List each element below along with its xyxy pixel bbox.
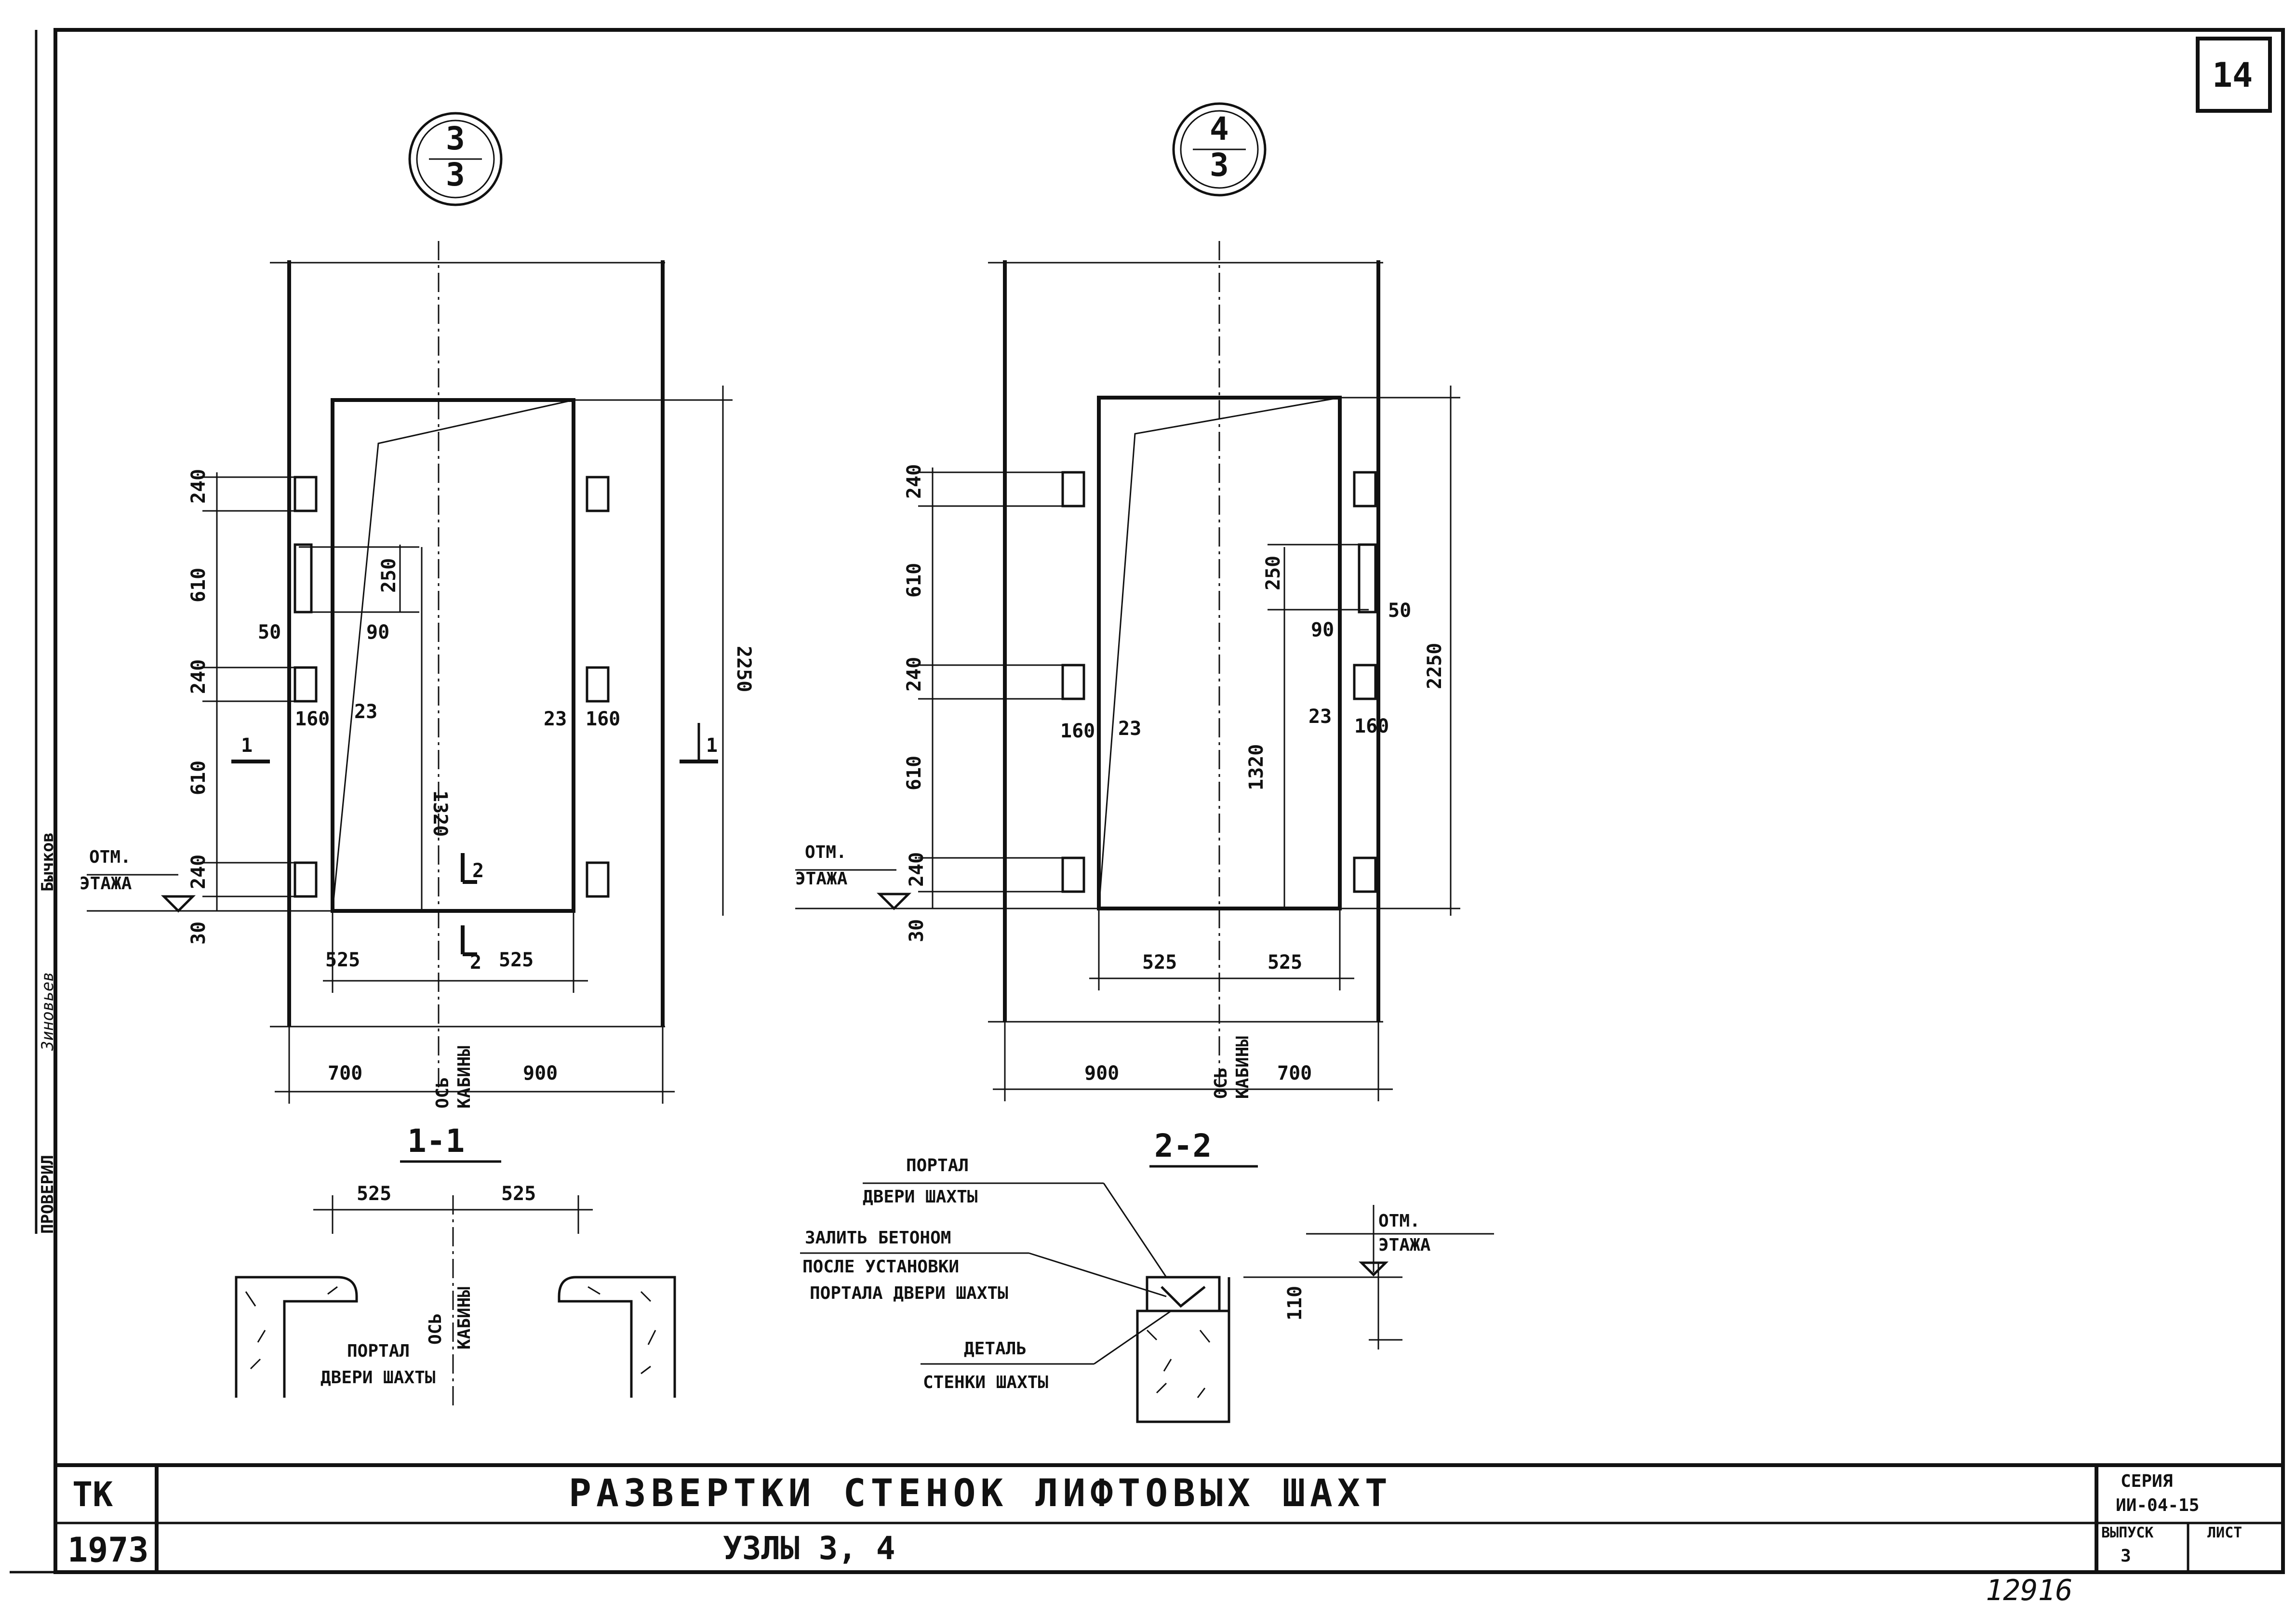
- right-dim-50: 50: [1388, 600, 1411, 622]
- right-dim-1320: 1320: [1245, 744, 1268, 790]
- left-dim-160: 160: [295, 708, 330, 730]
- check-label: ПРОВЕРИЛ: [38, 1155, 57, 1234]
- left-dim-525b: 525: [499, 949, 534, 971]
- signature-label: Зиновьев: [38, 972, 57, 1051]
- right-dim-525b: 525: [1268, 951, 1302, 974]
- detail-right-otm-2: ЭТАЖА: [1378, 1235, 1431, 1255]
- left-dim-525a: 525: [325, 949, 360, 971]
- detail-left-axis-label-2: КАБИНЫ: [454, 1287, 474, 1349]
- right-dim-700: 700: [1277, 1062, 1312, 1084]
- right-dim-250: 250: [1262, 556, 1284, 590]
- right-dim-240a: 240: [903, 464, 925, 499]
- left-dim-2250: 2250: [733, 646, 755, 692]
- right-dim-900: 900: [1084, 1062, 1119, 1084]
- right-dim-610a: 610: [903, 563, 925, 598]
- left-dim-90: 90: [366, 621, 389, 643]
- series-label: СЕРИЯ: [2121, 1471, 2173, 1491]
- left-callout-top: 3: [446, 120, 465, 157]
- detail-left-note-1: ПОРТАЛ: [347, 1341, 410, 1361]
- left-otm-2: ЭТАЖА: [80, 874, 132, 894]
- right-dim-90: 90: [1311, 619, 1334, 641]
- detail-left-dim-525a: 525: [357, 1183, 391, 1205]
- performer-label: Бычков: [38, 832, 57, 892]
- detail-right-portal-2: ДВЕРИ ШАХТЫ: [863, 1187, 977, 1207]
- left-dim-23b: 23: [544, 708, 567, 730]
- left-callout-bottom: 3: [446, 156, 465, 193]
- right-dim-610b: 610: [903, 756, 925, 790]
- issue-label: ВЫПУСК: [2101, 1524, 2153, 1541]
- left-section-mark-2: 1: [706, 735, 718, 757]
- left-dim-900: 900: [523, 1062, 558, 1084]
- left-cut-mark-bottom: 2: [470, 951, 481, 974]
- right-dim-240c: 240: [906, 852, 928, 887]
- right-callout-bottom: 3: [1210, 147, 1229, 184]
- sheet-frame: [10, 28, 2285, 1574]
- right-dim-2250: 2250: [1424, 643, 1446, 689]
- left-dim-250: 250: [378, 558, 400, 593]
- detail-left-note-2: ДВЕРИ ШАХТЫ: [320, 1368, 435, 1388]
- left-axis-label-1: ОСЬ: [433, 1077, 453, 1109]
- detail-right-fill-3: ПОРТАЛА ДВЕРИ ШАХТЫ: [810, 1283, 1008, 1303]
- left-dim-700: 700: [328, 1062, 362, 1084]
- right-dim-23a: 23: [1118, 718, 1141, 740]
- left-dim-240b: 240: [187, 659, 210, 694]
- right-dim-240b: 240: [903, 657, 925, 692]
- right-dim-23b: 23: [1308, 706, 1332, 728]
- right-elevation: [795, 102, 1460, 1168]
- right-callout-top: 4: [1210, 110, 1229, 147]
- title-main: РАЗВЕРТКИ СТЕНОК ЛИФТОВЫХ ШАХТ: [569, 1472, 1392, 1515]
- left-axis-label-2: КАБИНЫ: [454, 1046, 474, 1109]
- left-cut-mark-top: 2: [472, 860, 484, 882]
- right-dim-525a: 525: [1142, 951, 1177, 974]
- detail-right-detail-1: ДЕТАЛЬ: [964, 1339, 1027, 1359]
- detail-right-portal-1: ПОРТАЛ: [906, 1156, 969, 1176]
- left-elevation: [87, 112, 733, 1163]
- right-axis-label-1: ОСЬ: [1211, 1068, 1231, 1099]
- sheet-number: 14: [2212, 55, 2253, 95]
- detail-left-axis-label-1: ОСЬ: [426, 1313, 445, 1345]
- detail-right-fill-2: ПОСЛЕ УСТАНОВКИ: [802, 1257, 959, 1277]
- detail-left: [235, 1195, 676, 1407]
- left-otm-1: ОТМ.: [89, 847, 131, 867]
- left-dim-1320: 1320: [429, 790, 451, 837]
- right-dim-30: 30: [906, 919, 928, 942]
- detail-right-otm-1: ОТМ.: [1378, 1211, 1420, 1231]
- detail-right-dim-110: 110: [1284, 1286, 1306, 1321]
- left-section-mark-1: 1: [241, 735, 253, 757]
- left-dim-30: 30: [187, 922, 210, 945]
- sheet-label: ЛИСТ: [2207, 1524, 2242, 1541]
- left-dim-160b: 160: [586, 708, 620, 730]
- detail-right-fill-1: ЗАЛИТЬ БЕТОНОМ: [805, 1228, 951, 1248]
- right-section-title: 2-2: [1154, 1127, 1212, 1164]
- left-dim-240a: 240: [187, 469, 210, 504]
- right-otm-2: ЭТАЖА: [795, 869, 848, 889]
- title-org: ТК: [72, 1475, 113, 1514]
- left-dim-610b: 610: [187, 761, 210, 795]
- title-year: 1973: [67, 1530, 149, 1570]
- title-block: [55, 1463, 2283, 1572]
- left-dim-50: 50: [258, 621, 281, 643]
- right-axis-label-2: КАБИНЫ: [1233, 1036, 1253, 1099]
- title-sub: УЗЛЫ 3, 4: [723, 1530, 895, 1567]
- series-value: ИИ-04-15: [2116, 1496, 2199, 1515]
- detail-left-dim-525b: 525: [501, 1183, 536, 1205]
- left-dim-23a: 23: [354, 701, 377, 723]
- right-dim-160: 160: [1060, 720, 1095, 742]
- left-dim-240c: 240: [187, 855, 210, 889]
- right-dim-160b: 160: [1354, 715, 1389, 737]
- detail-right: [800, 1182, 1494, 1423]
- sheet-number-box: [2196, 37, 2272, 113]
- right-otm-1: ОТМ.: [805, 842, 847, 862]
- issue-value: 3: [2121, 1546, 2131, 1566]
- left-section-title: 1-1: [407, 1122, 465, 1160]
- left-dim-610a: 610: [187, 568, 210, 602]
- detail-right-detail-2: СТЕНКИ ШАХТЫ: [923, 1373, 1048, 1392]
- archive-number: 12916: [1986, 1574, 2073, 1603]
